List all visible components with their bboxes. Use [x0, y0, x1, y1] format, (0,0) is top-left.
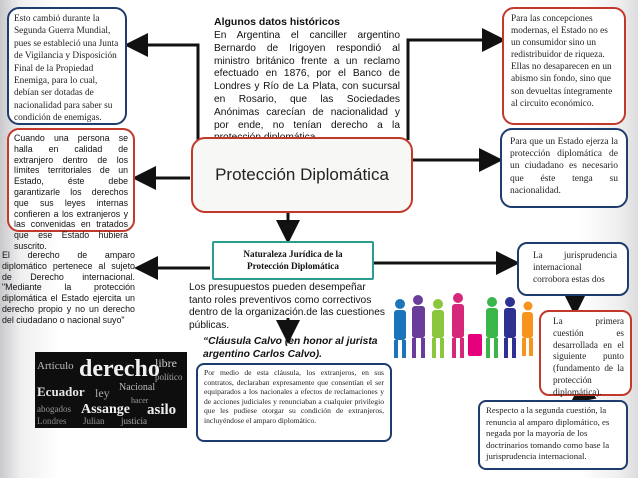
wordcloud-word: Artículo [37, 360, 74, 372]
wordcloud-word: Julian [83, 416, 105, 426]
mid-right-box: Para que un Estado ejerza la protección … [500, 128, 628, 208]
mid-left-text: Cuando una persona se halla en calidad d… [14, 133, 128, 251]
top-left-text: Esto cambió durante la Segunda Guerra Mu… [14, 14, 119, 124]
right-jurisprudencia-text: La jurisprudencia internacional corrobor… [533, 251, 617, 285]
wordcloud-word: ley [95, 386, 110, 400]
top-right-box: Para las concepciones modernas, el Estad… [502, 7, 626, 125]
wordcloud-word: político [155, 372, 183, 382]
mid-right-text: Para que un Estado ejerza la protección … [510, 137, 618, 196]
historic-title: Algunos datos históricos [214, 16, 341, 28]
segunda-text: Respecto a la segunda cuestión, la renun… [486, 405, 610, 462]
calvo-box: Por medio de esta cláusula, los extranje… [196, 363, 392, 442]
calvo-title: “Cláusula Calvo (en honor al jurista arg… [203, 336, 378, 360]
historic-body: En Argentina el canciller argentino Bern… [214, 30, 400, 143]
center-title-box: Protección Diplomática [191, 137, 413, 213]
presupuestos-block: Los presupuestos pueden desempeñar tanto… [189, 282, 389, 332]
arrow-to-top-left [124, 33, 200, 140]
wordcloud-word: Londres [37, 416, 67, 426]
mid-left-box: Cuando una persona se halla en calidad d… [7, 128, 135, 251]
top-right-text: Para las concepciones modernas, el Estad… [511, 14, 613, 109]
calvo-body: Por medio de esta cláusula, los extranje… [204, 368, 384, 425]
left-lower-block: El derecho de amparo diplomático pertene… [2, 250, 135, 326]
historic-block: Algunos datos históricos En Argentina el… [214, 16, 400, 145]
wordcloud-word: hacer [131, 396, 149, 405]
presupuestos-text: Los presupuestos pueden desempeñar tanto… [189, 282, 385, 331]
arrow-to-top-right [406, 28, 506, 140]
wordcloud-word: abogados [37, 404, 71, 414]
wordcloud-word: Ecuador [37, 384, 85, 399]
left-lower-text: El derecho de amparo diplomático pertene… [2, 250, 135, 325]
top-left-box: Esto cambió durante la Segunda Guerra Mu… [7, 7, 127, 125]
wordcloud-word: asilo [147, 402, 177, 418]
wordcloud-word: derecho [79, 356, 160, 382]
wordcloud-word: Assange [81, 402, 131, 417]
wordcloud-word: justicia [121, 416, 147, 426]
right-primera-box: La primera cuestión es desarrollada en e… [539, 310, 632, 397]
segunda-box: Respecto a la segunda cuestión, la renun… [478, 400, 628, 470]
right-primera-text: La primera cuestión es desarrollada en e… [553, 316, 624, 397]
wordcloud-word: Nacional [119, 382, 156, 393]
center-title: Protección Diplomática [215, 165, 389, 184]
people-group-illustration [394, 293, 533, 358]
derecho-word-cloud: derecho Artículo libre Ecuador ley Nacio… [35, 352, 187, 428]
wordcloud-word: libre [155, 356, 177, 370]
naturaleza-box: Naturaleza Jurídica de la Protección Dip… [212, 241, 374, 280]
naturaleza-title: Naturaleza Jurídica de la Protección Dip… [243, 249, 343, 271]
right-jurisprudencia-box: La jurisprudencia internacional corrobor… [517, 242, 629, 296]
